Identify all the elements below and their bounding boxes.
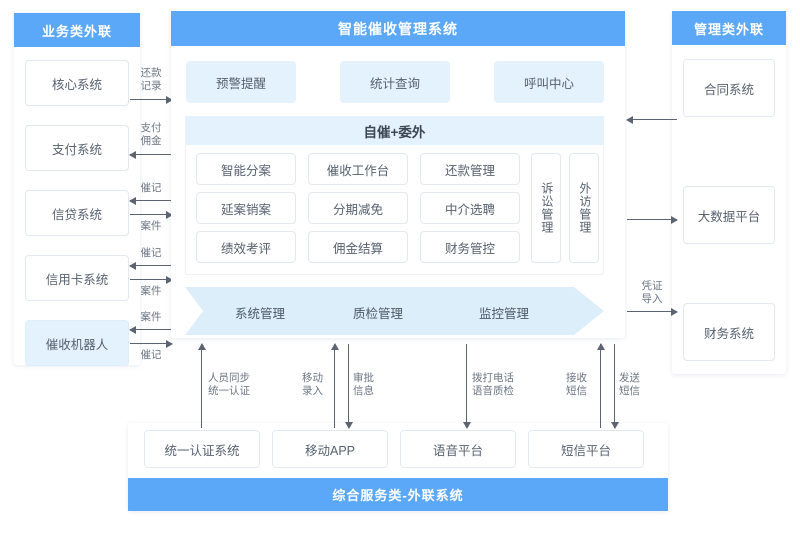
right-arrow-contract-inbound <box>626 115 677 124</box>
left-item-label: 信贷系统 <box>51 207 102 222</box>
left-arrow-label-urge-record-2: 催记 <box>140 247 162 259</box>
chevron-label-system-management: 系统管理 <box>235 307 286 321</box>
left-arrow-label-repayment-record: 还款 记录 <box>140 67 162 92</box>
center-chip-statistics-query[interactable]: 统计查询 <box>340 61 450 103</box>
left-arrow-urge-record-2 <box>129 261 172 270</box>
left-arrow-case-3 <box>129 325 172 334</box>
left-arrow-label-case-1: 案件 <box>140 220 162 232</box>
left-item-collection-robot[interactable]: 催收机器人 <box>25 320 129 366</box>
left-arrow-urge-record-3 <box>130 339 173 348</box>
left-panel-header: 业务类外联 <box>14 13 140 47</box>
left-item-label: 支付系统 <box>51 142 102 157</box>
right-item-contract-system[interactable]: 合同系统 <box>683 59 775 117</box>
chip-label: 呼叫中心 <box>523 76 574 91</box>
bottom-arrow-label-send-sms: 发送 短信 <box>619 372 640 397</box>
chevron-body <box>185 287 574 335</box>
chip-label: 预警提醒 <box>215 76 266 91</box>
left-arrow-payment-commission <box>129 150 172 159</box>
center-chip-call-center[interactable]: 呼叫中心 <box>494 61 604 103</box>
right-item-bigdata-platform[interactable]: 大数据平台 <box>683 186 775 244</box>
left-arrow-label-case-3: 案件 <box>140 311 162 323</box>
bottom-arrow-label-mobile-entry: 移动 录入 <box>302 372 323 397</box>
left-arrow-label-payment-commission: 支付 佣金 <box>140 122 162 147</box>
bottom-item-sms-platform[interactable]: 短信平台 <box>528 430 644 468</box>
left-arrow-label-case-2: 案件 <box>140 285 162 297</box>
chevron-label-quality-management: 质检管理 <box>353 307 404 321</box>
bottom-arrow-receive-sms <box>596 343 605 428</box>
chip-label: 统计查询 <box>369 76 420 91</box>
right-arrow-voucher-import <box>627 307 678 316</box>
feature-agency-recruitment[interactable]: 中介选聘 <box>420 192 520 224</box>
bottom-item-unified-auth-system[interactable]: 统一认证系统 <box>144 430 260 468</box>
left-arrow-label-urge-record-3: 催记 <box>140 349 162 361</box>
center-chip-alert-reminder[interactable]: 预警提醒 <box>186 61 296 103</box>
right-panel-title: 管理类外联 <box>693 21 764 37</box>
bottom-item-mobile-app[interactable]: 移动APP <box>272 430 388 468</box>
right-arrow-bigdata-outbound <box>627 215 678 224</box>
bottom-arrow-approval-info <box>344 344 353 429</box>
self-outsource-title: 自催+委外 <box>185 116 604 145</box>
left-item-label: 核心系统 <box>51 77 102 92</box>
management-chevron-band <box>185 287 604 335</box>
feature-repayment-management[interactable]: 还款管理 <box>420 153 520 185</box>
right-item-finance-system[interactable]: 财务系统 <box>683 303 775 361</box>
center-panel-title: 智能催收管理系统 <box>338 20 458 37</box>
left-arrow-case-2 <box>130 275 173 284</box>
chevron-label-monitoring-management: 监控管理 <box>479 307 530 321</box>
left-item-label: 信用卡系统 <box>45 272 109 287</box>
feature-collection-workbench[interactable]: 催收工作台 <box>308 153 408 185</box>
bottom-arrow-mobile-entry <box>330 343 339 428</box>
left-arrow-case-1 <box>130 210 173 219</box>
left-item-core-system[interactable]: 核心系统 <box>25 60 129 106</box>
bottom-arrow-send-sms <box>610 344 619 429</box>
left-panel-title: 业务类外联 <box>41 23 112 39</box>
bottom-arrow-label-call-voice-check: 拨打电话 语音质检 <box>472 372 514 397</box>
left-item-label: 催收机器人 <box>45 337 109 352</box>
right-panel-header: 管理类外联 <box>672 11 786 45</box>
center-panel-header: 智能催收管理系统 <box>171 11 625 46</box>
left-arrow-repayment-record <box>130 95 173 104</box>
chevron-head-icon <box>574 287 604 335</box>
bottom-panel-footer-title: 综合服务类-外联系统 <box>332 488 464 503</box>
bottom-item-voice-platform[interactable]: 语音平台 <box>400 430 516 468</box>
feature-field-visit-management[interactable]: 外访管理 <box>569 153 599 263</box>
bottom-arrow-call-voice-check <box>462 344 471 429</box>
feature-financial-control[interactable]: 财务管控 <box>420 231 520 263</box>
feature-litigation-management[interactable]: 诉讼管理 <box>531 153 561 263</box>
feature-installment-reduction[interactable]: 分期减免 <box>308 192 408 224</box>
left-item-payment-system[interactable]: 支付系统 <box>25 125 129 171</box>
feature-performance-appraisal[interactable]: 绩效考评 <box>196 231 296 263</box>
left-item-credit-system[interactable]: 信贷系统 <box>25 190 129 236</box>
bottom-arrow-label-receive-sms: 接收 短信 <box>566 372 587 397</box>
bottom-panel-footer: 综合服务类-外联系统 <box>128 478 668 511</box>
feature-intelligent-allocation[interactable]: 智能分案 <box>196 153 296 185</box>
left-arrow-urge-record-1 <box>129 196 172 205</box>
bottom-arrow-label-approval-info: 审批 信息 <box>353 372 374 397</box>
bottom-arrow-personnel-sync <box>197 343 206 428</box>
feature-case-delay-cancel[interactable]: 延案销案 <box>196 192 296 224</box>
chevron-tail-icon <box>185 287 203 335</box>
left-item-creditcard-system[interactable]: 信用卡系统 <box>25 255 129 301</box>
left-arrow-label-urge-record-1: 催记 <box>140 182 162 194</box>
bottom-arrow-label-personnel-sync: 人员同步 统一认证 <box>208 372 250 397</box>
feature-commission-settlement[interactable]: 佣金结算 <box>308 231 408 263</box>
right-arrow-label-voucher-import: 凭证 导入 <box>641 280 663 305</box>
